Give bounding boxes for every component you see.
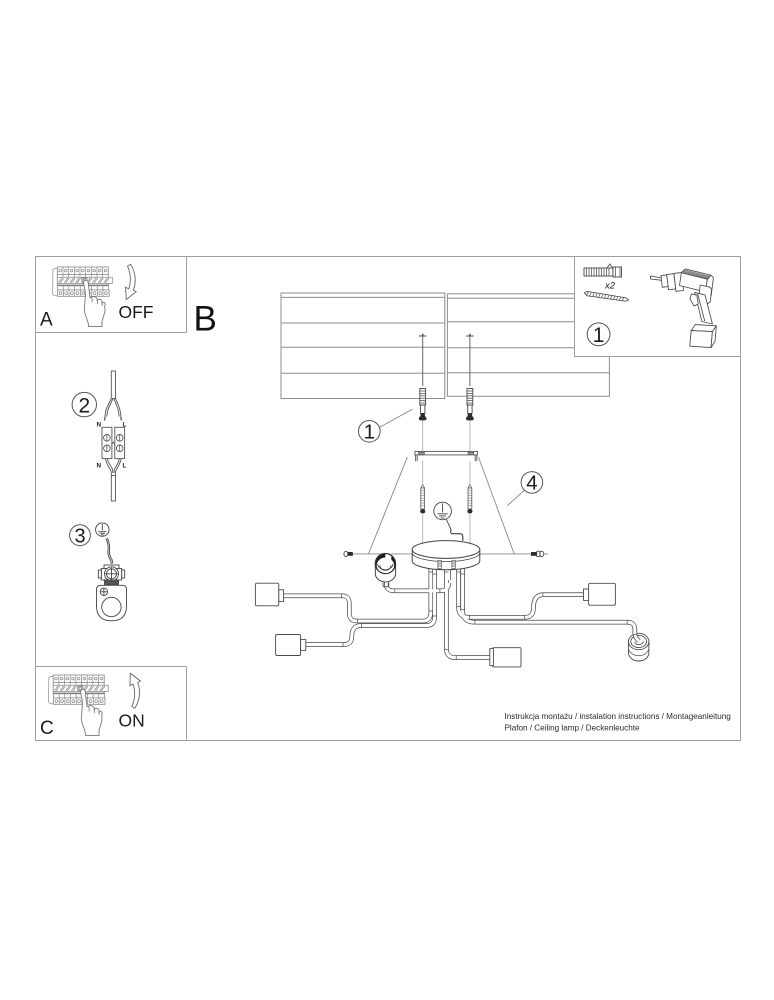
svg-text:x2: x2 — [604, 281, 616, 292]
svg-text:B: B — [194, 300, 217, 339]
svg-text:N: N — [97, 422, 102, 429]
svg-text:N: N — [97, 463, 102, 470]
svg-text:3: 3 — [74, 525, 85, 547]
svg-text:L: L — [123, 463, 127, 470]
svg-text:Instrukcja montażu / instalati: Instrukcja montażu / instalation instruc… — [505, 712, 731, 721]
svg-text:C: C — [40, 718, 54, 739]
svg-text:1: 1 — [364, 421, 375, 444]
svg-text:OFF: OFF — [119, 302, 154, 322]
svg-text:Plafon / Ceiling lamp / Decken: Plafon / Ceiling lamp / Deckenleuchte — [505, 723, 641, 732]
svg-text:1: 1 — [593, 324, 605, 347]
svg-text:L: L — [123, 422, 127, 429]
svg-text:4: 4 — [526, 472, 537, 495]
svg-text:A: A — [40, 310, 53, 331]
svg-text:ON: ON — [119, 711, 145, 731]
svg-text:2: 2 — [78, 395, 90, 418]
